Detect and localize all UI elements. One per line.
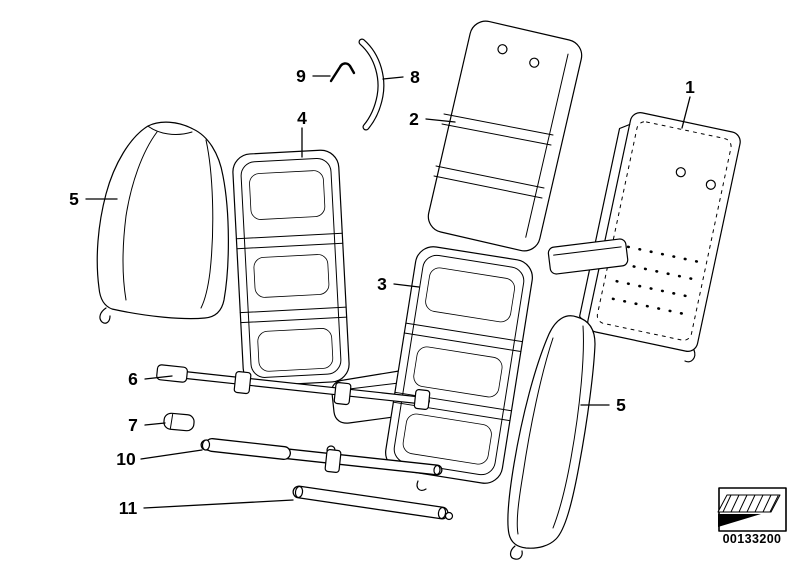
callout-11[interactable]: 11 [119,498,138,518]
sleeve-part [163,412,195,432]
callout-1[interactable]: 1 [685,77,695,97]
hook-part [329,62,356,83]
bolster-hook [509,545,523,560]
side-bolster-right-part [507,315,596,560]
bolster-hook [99,307,111,324]
callout-7[interactable]: 7 [128,415,138,435]
guide-tube-part [200,438,443,476]
callout-8[interactable]: 8 [410,67,420,87]
leader-line [425,118,456,123]
callout-2[interactable]: 2 [409,109,419,129]
stamp: 00133200 [717,487,787,546]
retaining-rod-part [156,364,431,410]
leader-line [140,449,203,460]
callout-4[interactable]: 4 [297,108,307,128]
stamp-number: 00133200 [723,532,782,546]
callout-9[interactable]: 9 [296,66,306,86]
frame-hook [684,349,696,363]
leader-line [382,76,404,80]
leader-line [143,499,294,509]
seat-cushion-left-part [232,149,350,387]
leader-line [144,422,166,426]
cushion-hook [416,480,427,492]
callout-6[interactable]: 6 [128,369,138,389]
callout-labels: 1 2 3 4 5 5 6 7 8 9 10 11 [69,66,695,518]
callout-10[interactable]: 10 [116,449,136,469]
backrest-frame-part [579,112,741,363]
leader-line [393,283,420,288]
backrest-crossmember-part [547,238,629,275]
callout-5-right[interactable]: 5 [616,395,626,415]
leader-line [144,375,173,380]
leader-line [681,96,691,129]
callout-3[interactable]: 3 [377,274,387,294]
side-bolster-left-part [96,121,229,324]
callout-5-left[interactable]: 5 [69,189,79,209]
seat-cushion-center-part [331,246,533,492]
hatched-wedge-icon [717,494,781,527]
leader-lines [85,75,691,509]
guide-tube-lower-part [292,485,454,521]
strap-part [358,38,385,131]
backrest-cover-part [427,20,583,252]
